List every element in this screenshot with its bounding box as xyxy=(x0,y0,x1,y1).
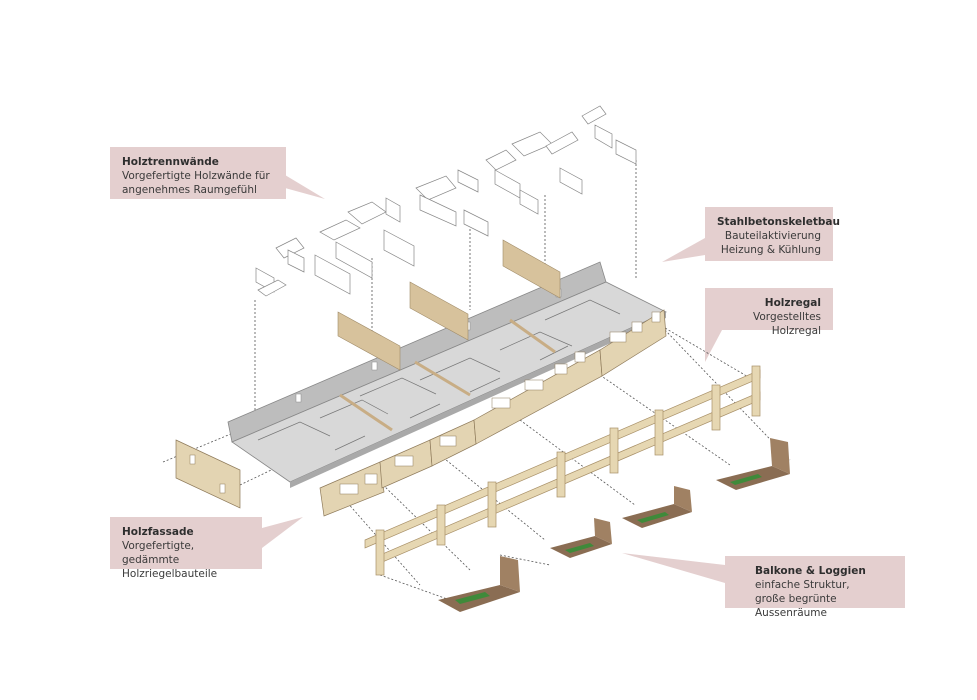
slab-edge xyxy=(290,312,666,488)
label-holztrennwaende: Holztrennwände Vorgefertigte Holzwände f… xyxy=(110,147,286,199)
label-title: Stahlbetonskeletbau xyxy=(717,216,840,228)
timber-shelf xyxy=(364,365,761,576)
timber-beams xyxy=(337,239,561,371)
label-line: Vorgestelltes Holzregal xyxy=(753,311,821,337)
label-title: Holzfassade xyxy=(122,526,194,538)
wood-facade xyxy=(175,309,667,517)
label-holzfassade: Holzfassade Vorgefertigte, gedämmte Holz… xyxy=(110,517,262,580)
label-line: Heizung & Kühlung xyxy=(720,244,821,256)
timber-partitions xyxy=(255,105,637,297)
balcony-3 xyxy=(622,486,692,528)
label-line: Bauteilaktivierung xyxy=(724,230,821,242)
label-line: Holzriegelbauteile xyxy=(122,568,218,580)
pointer-stahlbeton xyxy=(662,238,705,262)
label-line: einfache Struktur, xyxy=(755,579,850,591)
label-line: Vorgefertigte, gedämmte xyxy=(122,540,195,566)
label-line: Vorgefertigte Holzwände für xyxy=(122,170,270,182)
pointer-balkone xyxy=(622,553,725,583)
balcony-1 xyxy=(438,556,520,612)
label-stahlbeton: Stahlbetonskeletbau Bauteilaktivierung H… xyxy=(705,207,840,261)
pointer-holzfassade xyxy=(262,517,303,548)
pointer-holzregal xyxy=(705,330,722,362)
label-title: Balkone & Loggien xyxy=(755,565,866,577)
balconies xyxy=(438,438,790,612)
label-title: Holzregal xyxy=(764,297,821,309)
label-line: große begrünte Aussenräume xyxy=(755,593,837,619)
label-title: Holztrennwände xyxy=(122,156,219,168)
concrete-skeleton xyxy=(227,261,667,488)
label-line: angenehmes Raumgefühl xyxy=(122,184,257,196)
balcony-2 xyxy=(550,518,612,558)
label-balkone: Balkone & Loggien einfache Struktur, gro… xyxy=(725,556,905,619)
label-holzregal: Holzregal Vorgestelltes Holzregal xyxy=(705,288,833,337)
pointer-holztrennwaende xyxy=(280,172,325,199)
balcony-4 xyxy=(716,438,790,490)
